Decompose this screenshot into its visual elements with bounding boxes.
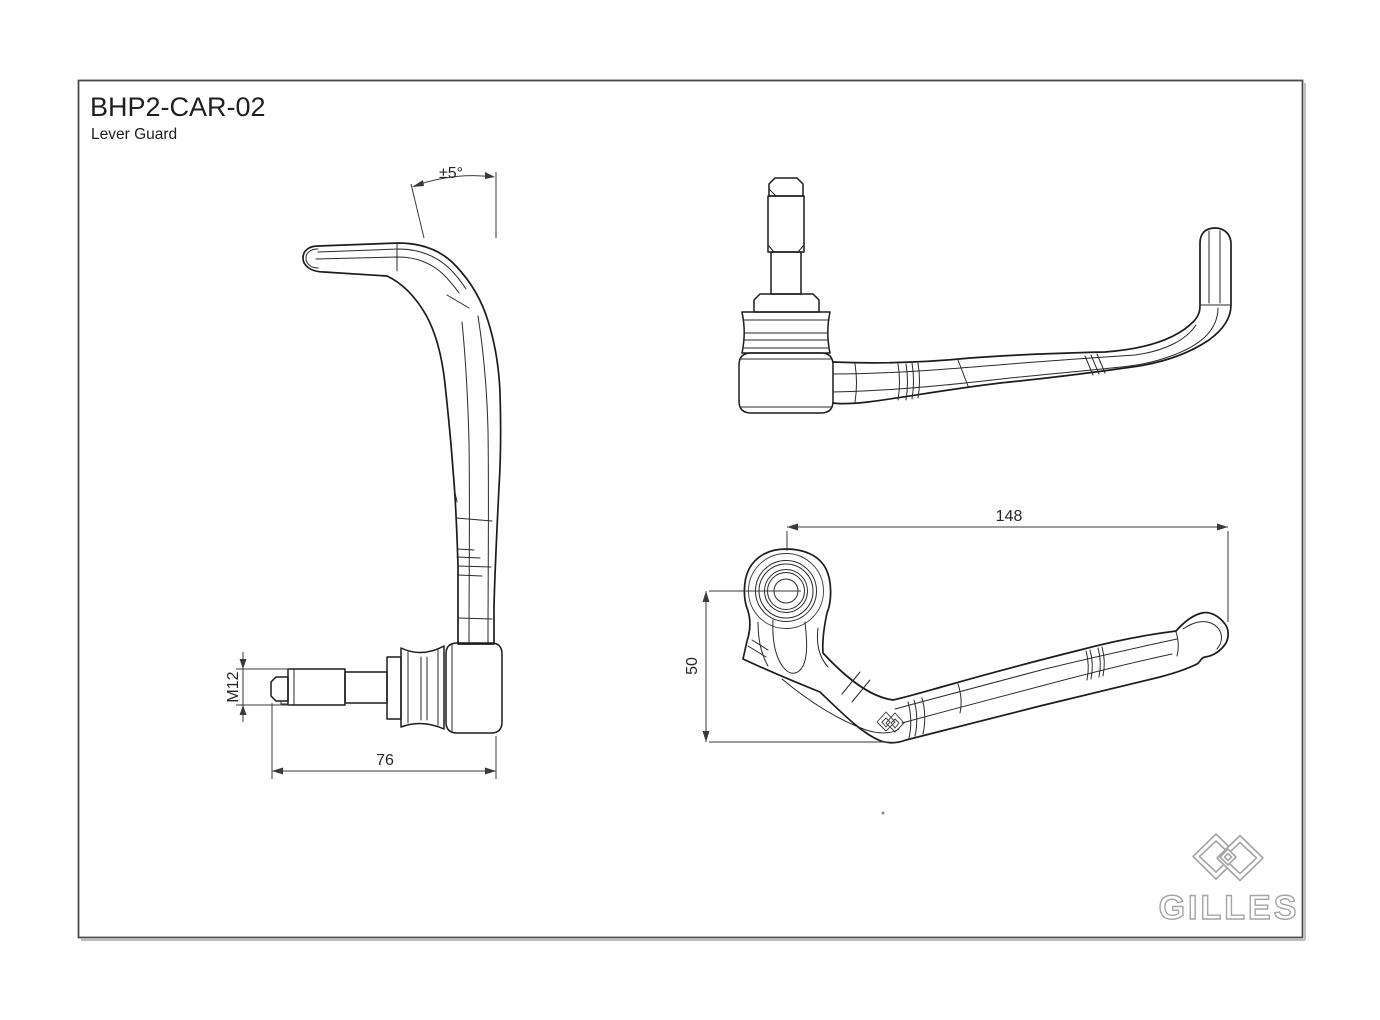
dimension-thread: M12: [225, 652, 290, 722]
gilles-logo: GILLES: [1158, 833, 1300, 928]
thread-size-label: M12: [225, 671, 242, 702]
front-view-bolt: [270, 642, 503, 734]
dimension-angle: ±5°: [410, 165, 497, 239]
angle-tolerance-label: ±5°: [439, 165, 463, 182]
guard-reach-label: 148: [996, 508, 1023, 525]
title-block: BHP2-CAR-02 Lever Guard: [90, 92, 266, 143]
dimension-length-148: 148: [786, 508, 1229, 622]
mount-length-label: 76: [376, 752, 394, 769]
part-number: BHP2-CAR-02: [90, 92, 266, 122]
gilles-wordmark: GILLES: [1159, 889, 1300, 927]
dimension-height-50: 50: [684, 590, 889, 743]
drawing-frame: [77, 79, 1306, 941]
part-name: Lever Guard: [91, 126, 177, 143]
front-view-drawing: ±5° M12 76: [225, 165, 503, 779]
engraved-logo-mark: [876, 711, 905, 733]
guard-drop-label: 50: [684, 657, 701, 675]
side-view-drawing: 148 50: [684, 508, 1229, 744]
stray-mark: [881, 811, 885, 815]
dimension-length-76: 76: [271, 703, 497, 779]
top-view-bolt: [738, 177, 834, 414]
gilles-logo-mark: [1192, 833, 1264, 882]
top-view-drawing: [738, 177, 1232, 414]
